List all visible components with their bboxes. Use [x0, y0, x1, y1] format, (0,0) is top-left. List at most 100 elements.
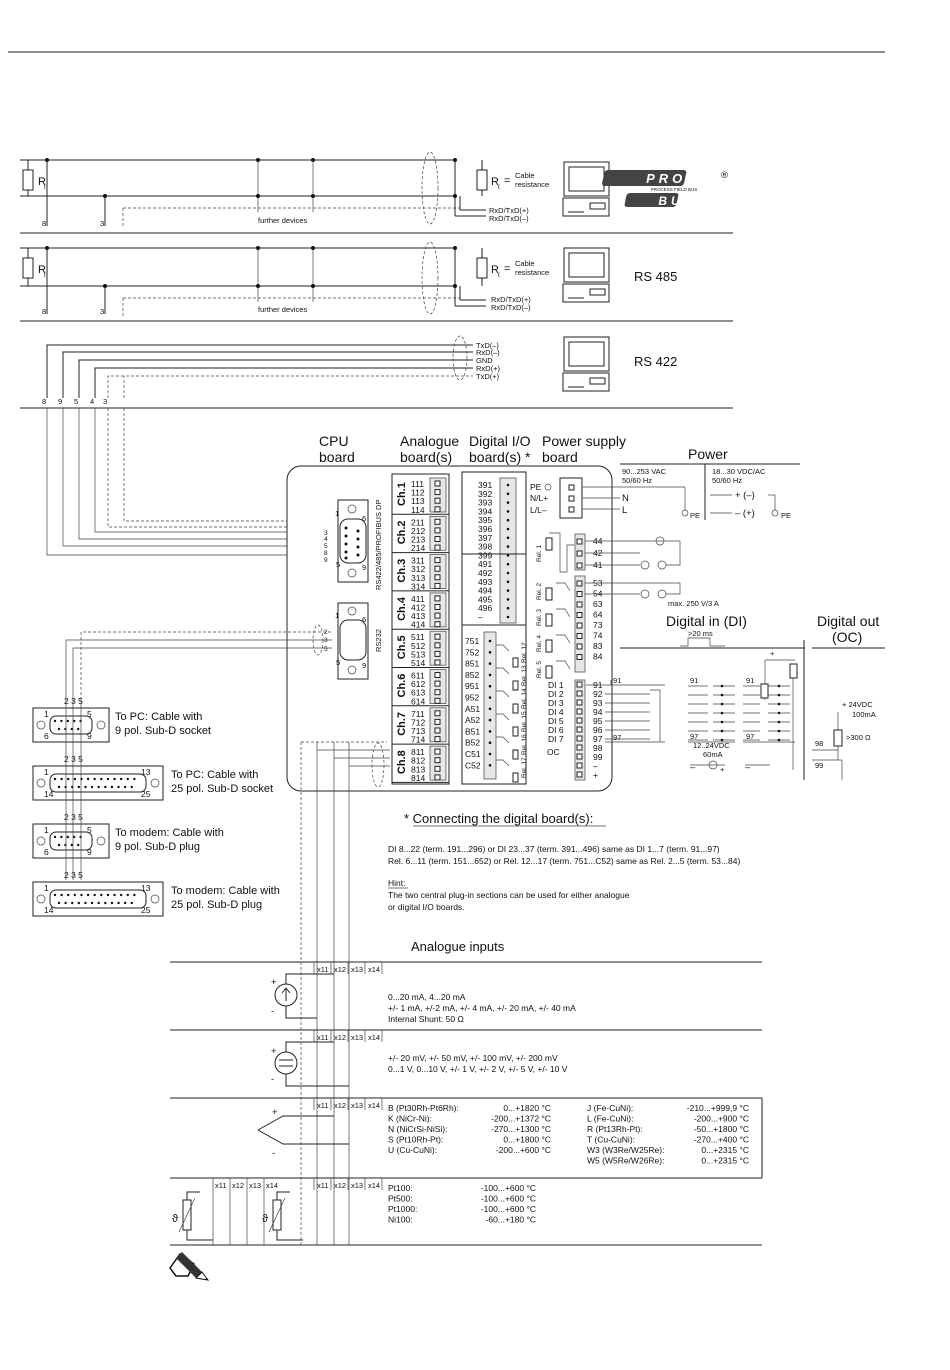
tc-wire: [257, 1115, 334, 1131]
thermocouple: +-B (Pt30Rh-Pt6Rh):0...+1820 °CK (NiCr-N…: [257, 1098, 763, 1178]
current-spec: Internal Shunt: 50 Ω: [388, 1014, 464, 1024]
pin-label: 25: [141, 905, 151, 915]
svg-text:further devices: further devices: [258, 305, 307, 314]
terminal: [434, 565, 441, 572]
terminal: [576, 771, 583, 778]
connector-label: 25 pol. Sub-D plug: [171, 899, 262, 911]
svg-text:board(s) *: board(s) *: [469, 449, 531, 465]
shield: [371, 742, 385, 788]
svg-text:9: 9: [362, 563, 366, 572]
svg-text:9: 9: [362, 661, 366, 670]
connector-label: To modem: Cable with: [171, 885, 280, 897]
terminal-number: 814: [411, 773, 425, 783]
terminal: [576, 699, 583, 706]
pin: [67, 893, 70, 897]
terminal-number: 311: [411, 556, 425, 566]
switch-dot: [777, 738, 781, 742]
tc-range: -200...+600 °C: [496, 1145, 551, 1155]
dio-terminal-number: A52: [465, 715, 480, 725]
relay-label: Rel. 3: [536, 609, 543, 626]
tc-range: 0...+2315 °C: [701, 1145, 749, 1155]
terminal: [506, 562, 510, 566]
pin: [77, 785, 81, 789]
dio-terminal-number: 396: [478, 524, 492, 534]
svg-text:5: 5: [336, 658, 340, 667]
pin: [106, 777, 110, 781]
pin: [86, 777, 90, 781]
rs485-label: RS 485: [634, 269, 677, 284]
dio-terminal-number: –: [478, 612, 483, 622]
x-terminal-label: x11: [317, 1181, 329, 1190]
plus-sign: +: [271, 1046, 277, 1057]
pin: [57, 901, 61, 905]
rs422-port: 1 6 5 9 3 4 5 8 9 RS422/485/PROFIBUS DP: [324, 499, 383, 657]
channel-name: Ch.5: [396, 635, 408, 659]
psu-terminal-number: 73: [593, 620, 603, 630]
screw: [36, 778, 46, 788]
terminal: [434, 557, 441, 564]
relay-coil: [545, 613, 553, 627]
terminal: [434, 604, 441, 610]
pin: [104, 785, 107, 789]
terminal: [576, 654, 583, 660]
digital-in-section: Digital in (DI) >20 ms 12..24VDC 60mA 97…: [620, 613, 805, 780]
svg-text:TxD(+): TxD(+): [476, 372, 500, 381]
switch-dot: [777, 729, 781, 733]
svg-text:98: 98: [815, 739, 823, 748]
di-label: DI 2: [548, 689, 564, 699]
pin: [84, 901, 87, 905]
switch-dot: [777, 684, 781, 688]
relay-label: Rel. 4: [536, 635, 543, 652]
relay-coil: [512, 726, 519, 737]
terminal-number: 514: [411, 658, 425, 668]
svg-text:®: ®: [721, 170, 728, 181]
pin: [73, 835, 76, 839]
svg-text:PROFI: PROFI: [646, 171, 706, 186]
psu-terminal-number: 83: [593, 641, 603, 651]
psu-terminal-number: 74: [593, 631, 603, 641]
tc-range: 0...+1820 °C: [503, 1103, 551, 1113]
channel-name: Ch.8: [396, 750, 408, 774]
pin: [356, 529, 360, 533]
terminal-number: 712: [411, 717, 425, 727]
voltage-spec: +/- 20 mV, +/- 50 mV, +/- 100 mV, +/- 20…: [388, 1053, 558, 1063]
dio-terminal-number: 851: [465, 659, 479, 669]
di-terminal-number: 96: [593, 725, 603, 735]
pin: [344, 526, 348, 530]
wire: [276, 1230, 303, 1241]
svg-text:R: R: [38, 264, 46, 276]
pin: [93, 777, 96, 781]
svg-text:100mA: 100mA: [852, 710, 876, 719]
terminal: [434, 757, 441, 764]
pin: [104, 901, 107, 905]
pin: [64, 785, 67, 789]
terminal: [488, 707, 492, 711]
svg-text:board: board: [319, 449, 355, 465]
pin: [97, 785, 100, 789]
svg-text:PROCESS FIELD BUS: PROCESS FIELD BUS: [651, 187, 698, 192]
pin: [70, 843, 74, 847]
terminal: [434, 621, 441, 628]
pin: [53, 835, 57, 839]
coil: [760, 683, 769, 699]
dio-terminal-number: 392: [478, 489, 492, 499]
svg-text:9: 9: [58, 397, 62, 406]
relay-coil: [545, 639, 553, 653]
pin: [113, 893, 116, 897]
wire: [666, 583, 681, 595]
rtd-type: Pt1000:: [388, 1204, 417, 1214]
relay-label: Rel. 13: [521, 665, 528, 686]
relay-coil: [512, 749, 519, 760]
tc-range: -210...+999,9 °C: [687, 1103, 749, 1113]
switch-dot: [720, 684, 724, 688]
tc-type: W5 (W5Re/W26Re):: [587, 1156, 664, 1166]
dio-terminal-number: 751: [465, 636, 479, 646]
relay-contact: [496, 736, 510, 744]
terminal-block: [483, 631, 497, 780]
lamp: [657, 560, 667, 570]
pin-label: 13: [141, 883, 151, 893]
pin-label: 1: [44, 825, 49, 835]
relay-wire: [549, 532, 574, 573]
switch-dot: [777, 693, 781, 697]
channel-wiring: [300, 741, 390, 1245]
